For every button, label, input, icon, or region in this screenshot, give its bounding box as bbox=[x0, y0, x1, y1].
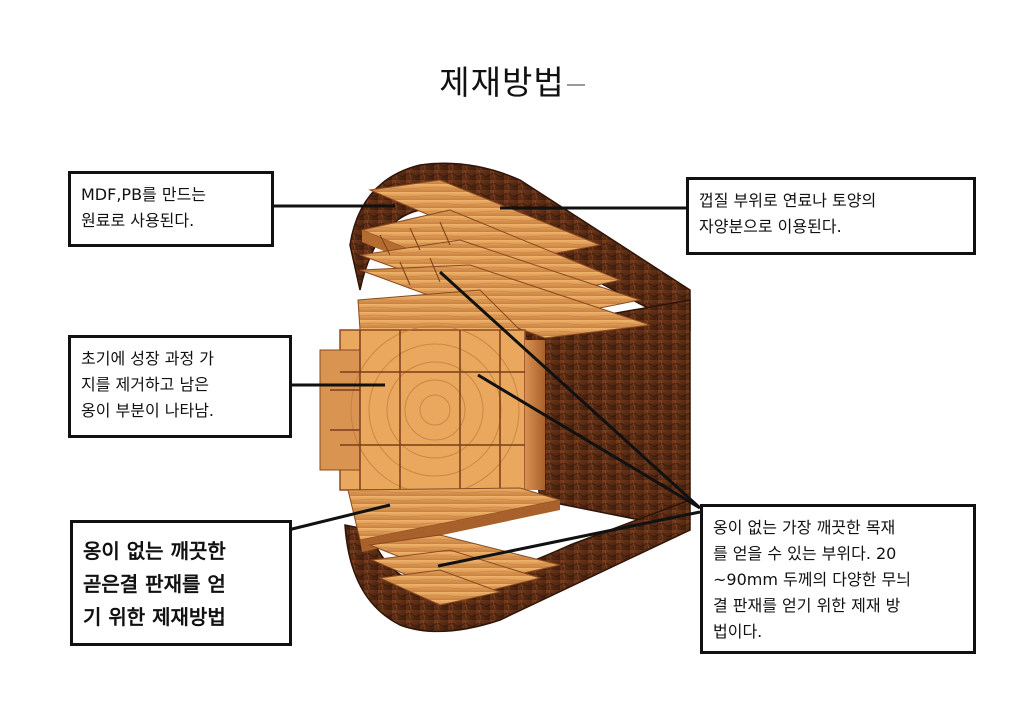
leader-clear-top bbox=[438, 270, 702, 510]
central-cant bbox=[319, 325, 545, 495]
page-title: 제재방법 bbox=[0, 56, 1024, 104]
annotation-clear-wood: 옹이 없는 가장 깨끗한 목재 를 얻을 수 있는 부위다. 20 ~90mm … bbox=[700, 504, 976, 654]
annotation-mdf-pb: MDF,PB를 만드는 원료로 사용된다. bbox=[68, 171, 274, 247]
annotation-knots: 초기에 성장 과정 가 지를 제거하고 남은 옹이 부분이 나타남. bbox=[68, 335, 292, 438]
title-underscore bbox=[566, 83, 585, 86]
leader-clear-bottom bbox=[437, 510, 701, 568]
annotation-bark: 껍질 부위로 연료나 토양의 자양분으로 이용된다. bbox=[686, 177, 976, 255]
leader-lines bbox=[272, 204, 702, 568]
top-planks bbox=[357, 179, 651, 339]
leader-clear-mid bbox=[477, 373, 701, 510]
leader-quarter-sawn bbox=[287, 503, 391, 532]
annotation-quarter-sawn: 옹이 없는 깨끗한 곧은결 판재를 얻 기 위한 제재방법 bbox=[70, 520, 292, 646]
title-text: 제재방법 bbox=[439, 63, 565, 102]
